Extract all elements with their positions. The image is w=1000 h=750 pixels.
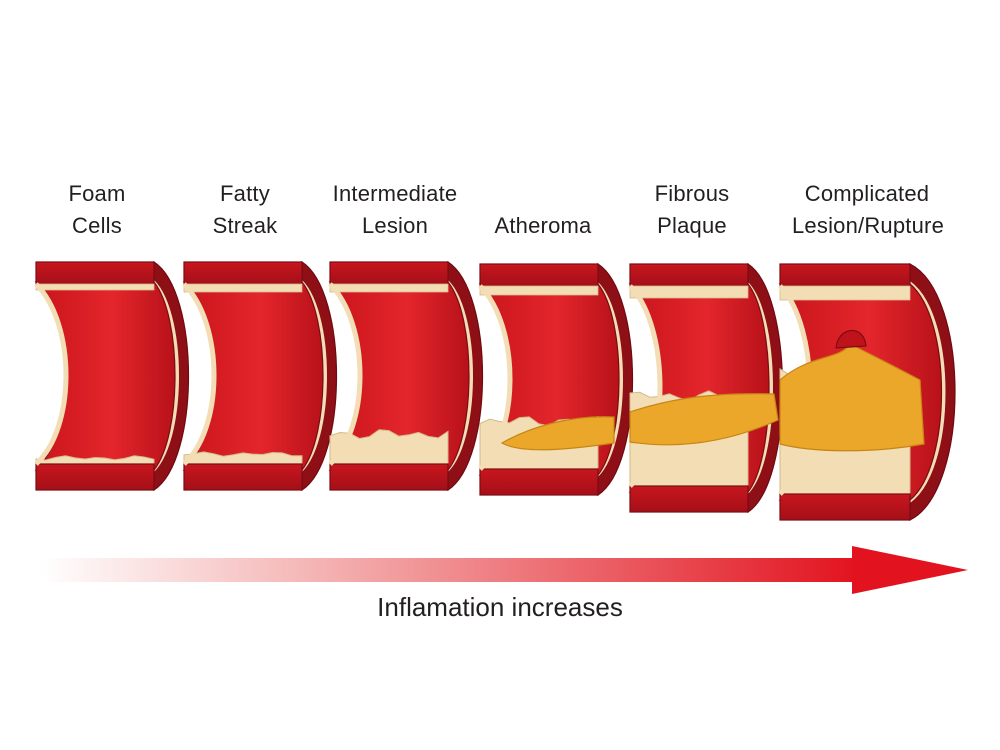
vessel-top-wall <box>629 263 749 287</box>
vessel-bottom-wall <box>329 463 449 491</box>
vessel-lumen <box>182 281 324 471</box>
arrow-caption: Inflamation increases <box>377 592 623 622</box>
lipid-core <box>500 416 615 451</box>
stage-label-line2: Cells <box>72 213 122 238</box>
arrow-head <box>852 546 968 594</box>
vessel-bottom-wall <box>35 463 155 491</box>
stage-label-line2: Atheroma <box>494 213 592 238</box>
vessel-opening-edge <box>478 284 513 471</box>
vessel-opening-edge <box>628 284 663 488</box>
lipid-core <box>629 393 779 446</box>
vessel-segment-intermediate-lesion <box>328 260 483 492</box>
vessel-bottom-wall <box>479 468 599 496</box>
inflammation-arrow <box>40 546 968 594</box>
vessel-top-wall <box>35 261 155 285</box>
vessel-top-intima <box>629 285 749 299</box>
stage-label-line1: Fatty <box>220 181 270 206</box>
vessel-bottom-plaque <box>329 429 449 465</box>
vessel-segment-fatty-streak <box>182 260 337 492</box>
stage-label-line2: Streak <box>212 213 278 238</box>
vessel-segment-foam-cells <box>34 260 189 492</box>
stage-label-atheroma: Atheroma <box>468 178 618 242</box>
vessel-segment-complicated-lesion <box>778 263 956 521</box>
vessel-bottom-wall <box>629 485 749 513</box>
stage-label-line1 <box>468 178 618 210</box>
stage-label-line1: Intermediate <box>332 181 458 206</box>
vessel-lumen <box>34 281 176 471</box>
lipid-core <box>779 343 925 452</box>
rupture-thrombus <box>835 329 867 349</box>
vessel-top-intima <box>35 283 155 291</box>
vessel-segment-fibrous-plaque <box>628 262 784 514</box>
vessel-opening-edge <box>182 282 217 466</box>
vessel-top-wall <box>479 263 599 287</box>
vessel-top-wall <box>329 261 449 285</box>
stage-label-line1: Foam <box>68 181 126 206</box>
vessel-top-intima <box>183 283 303 293</box>
stage-label-line2: Lesion <box>361 213 429 238</box>
vessel-bottom-wall <box>183 463 303 491</box>
vessel-top-wall <box>779 263 911 287</box>
stage-label-line1: Fibrous <box>654 181 730 206</box>
vessel-top-intima <box>779 285 911 301</box>
vessel-opening-edge <box>328 282 363 466</box>
stage-label-line2: Plaque <box>657 213 727 238</box>
vessel-top-intima <box>479 285 599 296</box>
stage-label-line1: Complicated <box>804 181 930 206</box>
vessel-bottom-plaque <box>183 451 303 465</box>
vessel-top-intima <box>329 283 449 293</box>
vessel-opening-edge <box>34 282 69 466</box>
arrow-shaft <box>40 558 858 582</box>
vessel-bottom-wall <box>779 493 911 521</box>
vessel-top-wall <box>183 261 303 285</box>
vessel-segment-atheroma <box>478 262 633 497</box>
vessel-segments <box>34 260 956 521</box>
stage-label-line2: Lesion/Rupture <box>792 213 945 238</box>
